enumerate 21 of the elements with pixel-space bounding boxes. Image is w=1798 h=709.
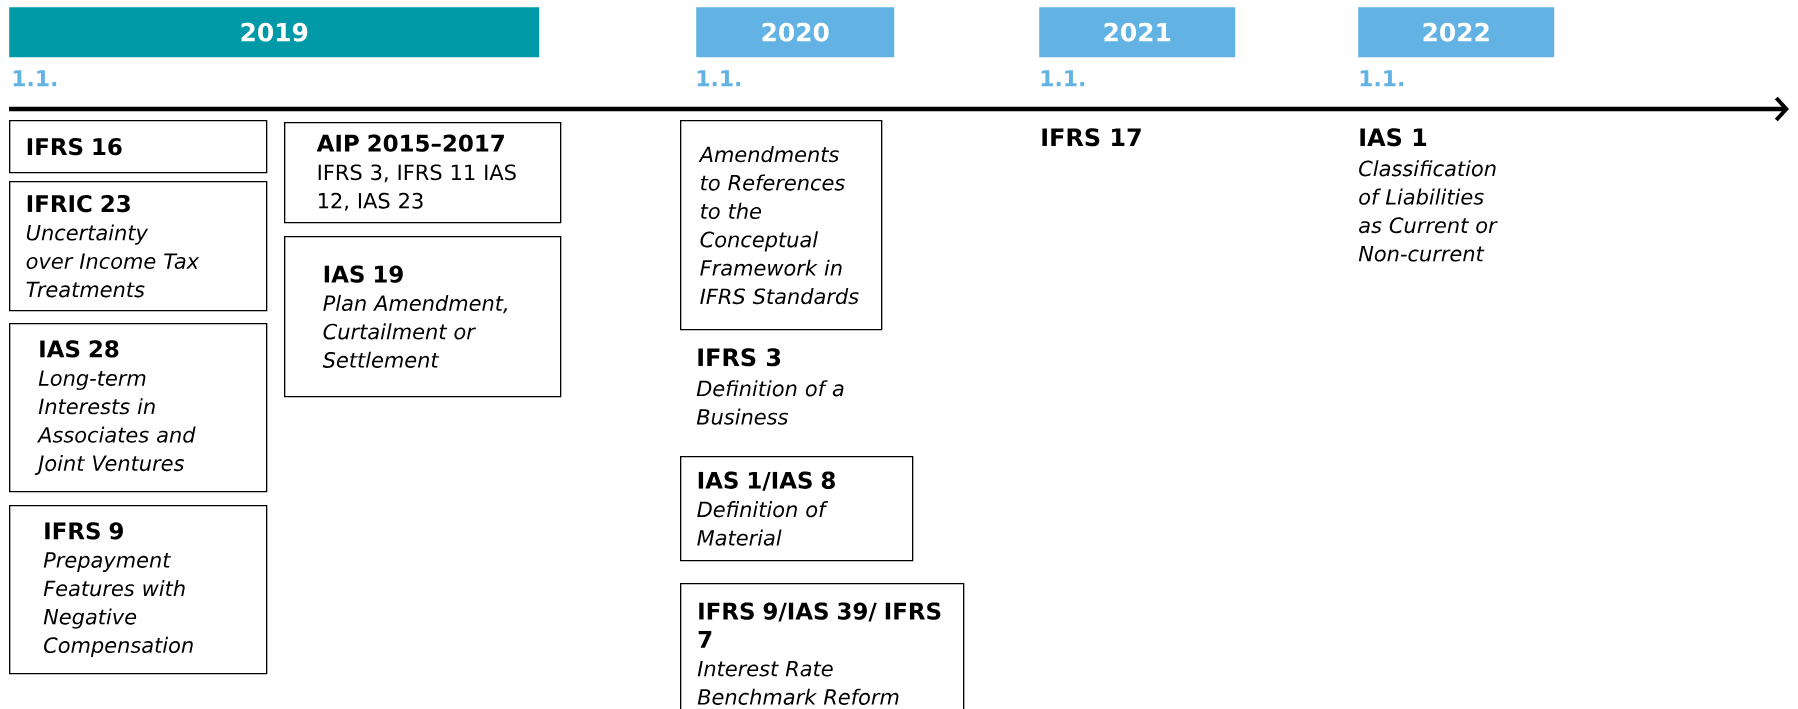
date-label: 1.1. <box>697 70 741 87</box>
year-banner: 2022 <box>1358 7 1555 58</box>
standard-box: Amendments to References to the Conceptual Framework in IFRS Standards <box>680 120 883 331</box>
standard-name: IAS 1 <box>1360 128 1427 147</box>
standard-description: Definition of a Business <box>696 380 844 425</box>
standard-box: IFRIC 23 Uncertainty over Income Tax Treatments <box>9 181 268 312</box>
date-label: 1.1. <box>13 70 57 87</box>
standard-box: IFRS 9 Prepayment Features with Negative Compensation <box>9 505 268 675</box>
year-banner: 2021 <box>1039 7 1236 58</box>
standard-box: IAS 1/IAS 8 Definition of Material <box>680 456 914 562</box>
date-label: 1.1. <box>1360 70 1404 87</box>
year-banner: 2020 <box>696 7 895 58</box>
standard-description: Classification of Liabilities as Current or Non-current <box>1358 160 1498 262</box>
standard-box: IFRS 16 <box>9 120 268 174</box>
date-label: 1.1. <box>1041 70 1085 87</box>
standard-box: IFRS 9/IAS 39/ IFRS 7 Interest Rate Benchmark Reform <box>680 583 965 709</box>
standard-box: AIP 2015–2017 IFRS 3, IFRS 11 IAS 12, IAS 23 <box>284 122 562 224</box>
standard-name: IFRS 17 <box>1042 128 1141 147</box>
year-banner: 2019 <box>9 7 540 58</box>
standard-box: IAS 19 Plan Amendment, Curtailment or Settlement <box>284 236 562 398</box>
standard-box: IAS 28 Long-term Interests in Associates and Joint Ventures <box>9 323 268 493</box>
